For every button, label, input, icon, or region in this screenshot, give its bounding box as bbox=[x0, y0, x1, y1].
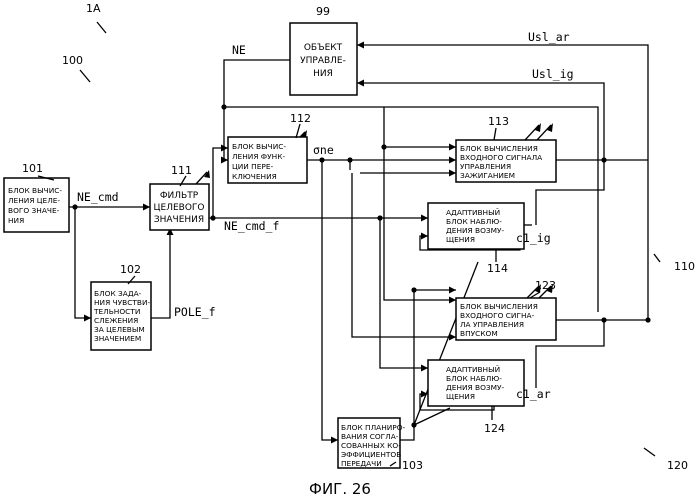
signal-usl-ar: Usl_ar bbox=[528, 30, 570, 44]
ref-114: 114 bbox=[487, 262, 508, 275]
block-112-line-4: КЛЮЧЕНИЯ bbox=[232, 172, 277, 181]
block-123-line-4: ВПУСКОМ bbox=[460, 329, 498, 338]
ref-101: 101 bbox=[22, 162, 43, 175]
block-102-line-5: ЗА ЦЕЛЕВЫМ bbox=[94, 325, 145, 334]
block-101-line-1: БЛОК ВЫЧИС- bbox=[8, 186, 62, 195]
ref-120: 120 bbox=[667, 459, 688, 472]
ref-1a: 1A bbox=[86, 2, 101, 15]
block-114-line-4: ЩЕНИЯ bbox=[446, 235, 475, 244]
ref-112: 112 bbox=[290, 112, 311, 125]
block-111-line-3: ЗНАЧЕНИЯ bbox=[154, 215, 204, 225]
block-102-line-6: ЗНАЧЕНИЕМ bbox=[94, 334, 141, 343]
signal-sigma-ne: σne bbox=[313, 143, 334, 157]
block-102-line-2: НИЯ ЧУВСТВИ- bbox=[94, 298, 150, 307]
block-101-line-4: НИЯ bbox=[8, 216, 24, 225]
ref-103: 103 bbox=[402, 459, 423, 472]
ref-99: 99 bbox=[316, 5, 330, 18]
block-103-line-3: СОВАННЫХ КО- bbox=[341, 441, 401, 450]
block-112-line-1: БЛОК ВЫЧИС- bbox=[232, 142, 286, 151]
ref-100: 100 bbox=[62, 54, 83, 67]
block-124-line-4: ЩЕНИЯ bbox=[446, 392, 475, 401]
block-103: БЛОК ПЛАНИРО- ВАНИЯ СОГЛА- СОВАННЫХ КО- … bbox=[338, 418, 406, 468]
block-123: БЛОК ВЫЧИСЛЕНИЯ ВХОДНОГО СИГНА- ЛА УПРАВ… bbox=[456, 298, 556, 340]
block-112-line-3: ЦИИ ПЕРЕ- bbox=[232, 162, 273, 171]
block-99: ОБЪЕКТ УПРАВЛЕ- НИЯ bbox=[290, 23, 357, 95]
block-114-line-3: ДЕНИЯ ВОЗМУ- bbox=[446, 226, 505, 235]
wires bbox=[69, 45, 648, 440]
block-99-line-2: УПРАВЛЕ- bbox=[300, 56, 346, 66]
block-111-line-1: ФИЛЬТР bbox=[160, 191, 199, 201]
block-124-line-1: АДАПТИВНЫЙ bbox=[446, 365, 500, 374]
block-103-line-4: ЭФФИЦИЕНТОВ bbox=[341, 450, 401, 459]
block-113-line-4: ЗАЖИГАНИЕМ bbox=[460, 171, 515, 180]
wire-nef-to-112 bbox=[213, 148, 228, 218]
block-124-line-3: ДЕНИЯ ВОЗМУ- bbox=[446, 383, 505, 392]
wire-nef-to-124 bbox=[380, 218, 428, 368]
block-102-line-3: ТЕЛЬНОСТИ bbox=[93, 307, 140, 316]
block-111: ФИЛЬТР ЦЕЛЕВОГО ЗНАЧЕНИЯ bbox=[150, 184, 209, 230]
block-103-line-1: БЛОК ПЛАНИРО- bbox=[341, 423, 406, 432]
block-101-line-3: ВОГО ЗНАЧЕ- bbox=[8, 206, 60, 215]
block-114-line-2: БЛОК НАБЛЮ- bbox=[446, 217, 502, 226]
signal-ne: NE bbox=[232, 43, 246, 57]
block-103-line-5: ПЕРЕДАЧИ bbox=[341, 459, 382, 468]
block-123-line-1: БЛОК ВЫЧИСЛЕНИЯ bbox=[460, 302, 538, 311]
figure-caption: ФИГ. 26 bbox=[309, 480, 371, 498]
block-102: БЛОК ЗАДА- НИЯ ЧУВСТВИ- ТЕЛЬНОСТИ СЛЕЖЕН… bbox=[91, 282, 151, 350]
block-113: БЛОК ВЫЧИСЛЕНИЯ ВХОДНОГО СИГНАЛА УПРАВЛЕ… bbox=[456, 140, 556, 182]
signal-usl-ig: Usl_ig bbox=[532, 67, 574, 81]
block-114: АДАПТИВНЫЙ БЛОК НАБЛЮ- ДЕНИЯ ВОЗМУ- ЩЕНИ… bbox=[428, 203, 524, 249]
ref-113: 113 bbox=[488, 115, 509, 128]
block-112: БЛОК ВЫЧИС- ЛЕНИЯ ФУНК- ЦИИ ПЕРЕ- КЛЮЧЕН… bbox=[228, 137, 307, 183]
block-101: БЛОК ВЫЧИС- ЛЕНИЯ ЦЕЛЕ- ВОГО ЗНАЧЕ- НИЯ bbox=[4, 178, 69, 232]
wire-sigma-to-103 bbox=[322, 160, 338, 440]
wire-pole-f bbox=[151, 228, 170, 318]
ref-111: 111 bbox=[171, 164, 192, 177]
ref-110: 110 bbox=[674, 260, 695, 273]
wire-to-123-b bbox=[352, 173, 456, 337]
block-113-line-3: УПРАВЛЕНИЯ bbox=[460, 162, 511, 171]
junction-dots bbox=[72, 104, 650, 427]
block-124-line-2: БЛОК НАБЛЮ- bbox=[446, 374, 502, 383]
block-123-line-2: ВХОДНОГО СИГНА- bbox=[460, 311, 535, 320]
block-113-line-2: ВХОДНОГО СИГНАЛА bbox=[460, 153, 542, 162]
block-99-line-3: НИЯ bbox=[313, 69, 333, 79]
block-123-line-3: ЛА УПРАВЛЕНИЯ bbox=[460, 320, 524, 329]
block-111-line-2: ЦЕЛЕВОГО bbox=[154, 203, 205, 213]
reference-numerals: 99 101 102 111 112 113 114 123 124 103 1… bbox=[22, 2, 695, 472]
signal-ne-cmd-f: NE_cmd_f bbox=[224, 219, 279, 233]
block-112-line-2: ЛЕНИЯ ФУНК- bbox=[232, 152, 285, 161]
signal-c1-ar: c1_ar bbox=[516, 387, 551, 401]
ref-123: 123 bbox=[535, 279, 556, 292]
signal-pole-f: POLE_f bbox=[174, 305, 216, 319]
block-102-line-4: СЛЕЖЕНИЯ bbox=[94, 316, 138, 325]
block-99-line-1: ОБЪЕКТ bbox=[304, 43, 343, 53]
ref-102: 102 bbox=[120, 263, 141, 276]
ref-124: 124 bbox=[484, 422, 505, 435]
wire-ne-to-113 bbox=[384, 107, 456, 147]
block-113-line-1: БЛОК ВЫЧИСЛЕНИЯ bbox=[460, 144, 538, 153]
block-114-line-1: АДАПТИВНЫЙ bbox=[446, 208, 500, 217]
signal-ne-cmd: NE_cmd bbox=[77, 190, 119, 204]
block-101-line-2: ЛЕНИЯ ЦЕЛЕ- bbox=[8, 196, 60, 205]
signal-c1-ig: c1_ig bbox=[516, 231, 551, 245]
wire-to-102 bbox=[75, 207, 91, 318]
block-102-line-1: БЛОК ЗАДА- bbox=[94, 289, 142, 298]
block-103-line-2: ВАНИЯ СОГЛА- bbox=[341, 432, 399, 441]
block-124: АДАПТИВНЫЙ БЛОК НАБЛЮ- ДЕНИЯ ВОЗМУ- ЩЕНИ… bbox=[428, 360, 524, 406]
